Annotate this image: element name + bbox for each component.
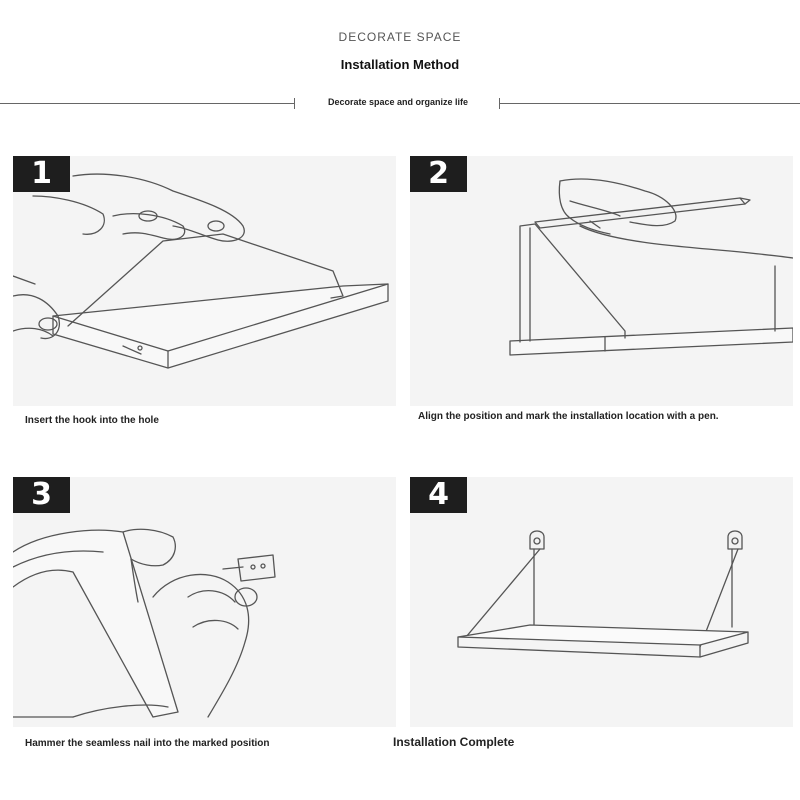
divider-tick-right [499,98,500,109]
pen-marking-wall-illustration [509,178,793,356]
step-2-badge: 2 [410,156,467,192]
step-1-caption: Insert the hook into the hole [25,415,159,426]
step-4-caption: Installation Complete [393,735,515,749]
step-2-caption: Align the position and mark the installa… [418,411,719,422]
step-1-badge: 1 [13,156,70,192]
hammer-nail-illustration [13,528,276,718]
step-2-panel: 2 [410,156,793,406]
hand-inserting-hook-illustration [13,173,389,369]
brand-heading: DECORATE SPACE [338,30,462,44]
page-subtitle: Decorate space and organize life [327,97,469,107]
page-title: Installation Method [340,57,460,72]
step-3-badge: 3 [13,477,70,513]
step-4-badge: 4 [410,477,467,513]
step-4-panel: 4 [410,477,793,727]
divider-tick-left [294,98,295,109]
divider-left [0,103,294,104]
step-3-caption: Hammer the seamless nail into the marked… [25,738,270,749]
hanging-shelf-illustration [457,530,749,658]
step-1-panel: 1 [13,156,396,406]
divider-right [500,103,800,104]
step-3-panel: 3 [13,477,396,727]
